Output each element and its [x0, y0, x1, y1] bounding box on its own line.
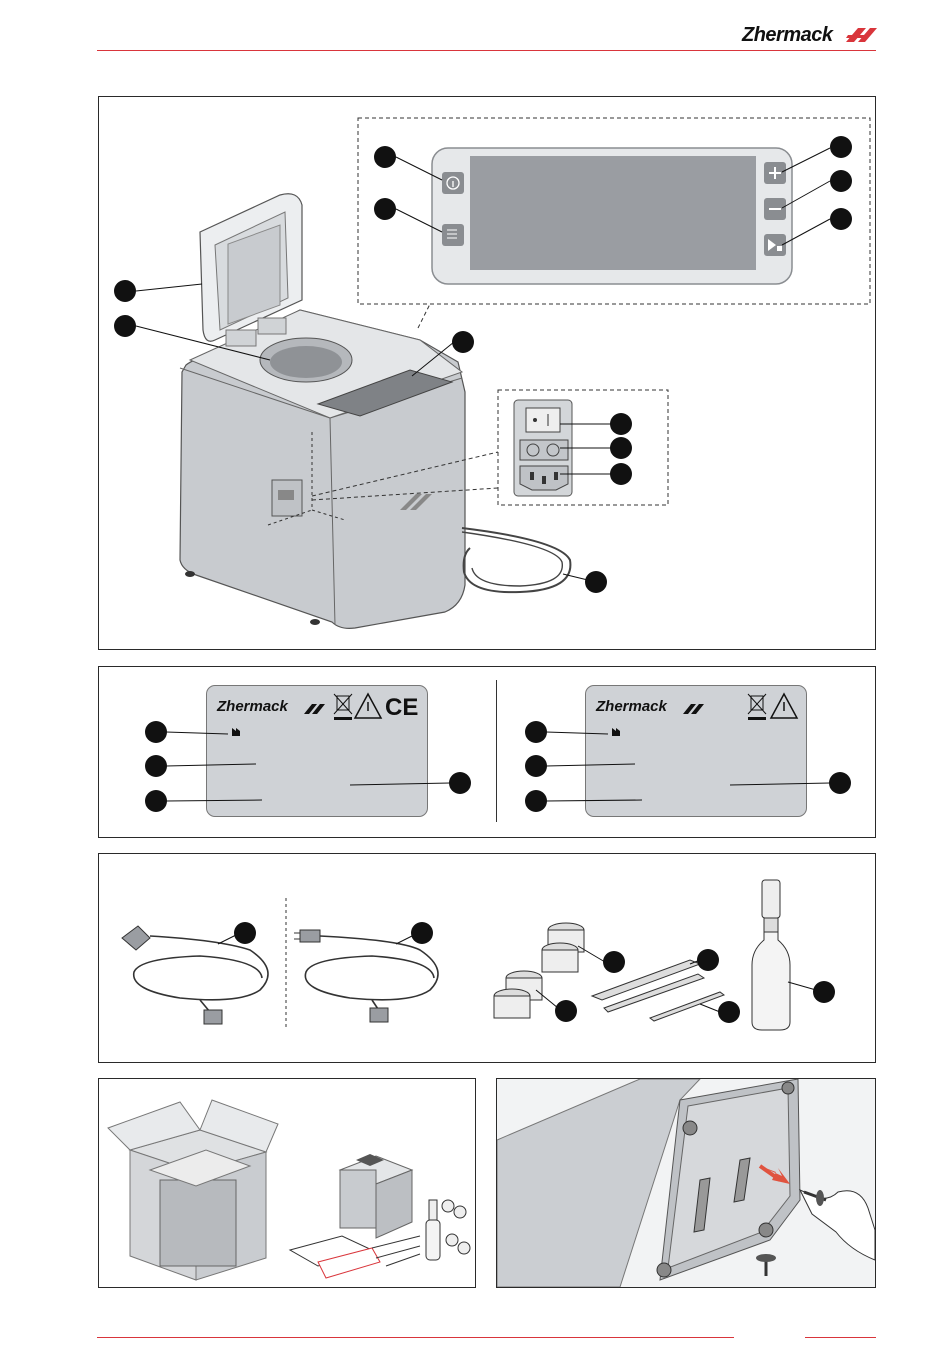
footer-rule-right: [805, 1337, 876, 1338]
footer-rule-left: [97, 1337, 734, 1338]
